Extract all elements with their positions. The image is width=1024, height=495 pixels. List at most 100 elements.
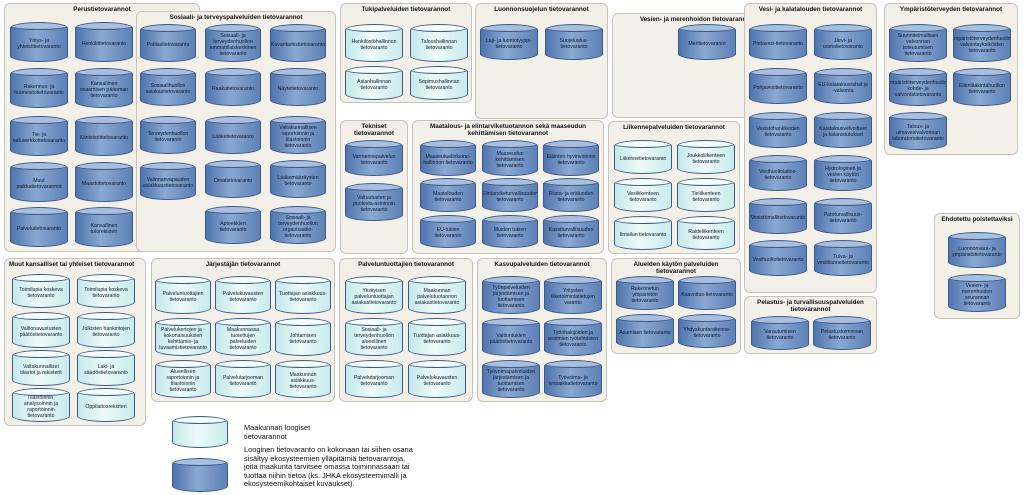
data-store: Valtakunnalliset tilastot ja rekisterit — [12, 350, 70, 386]
data-store: Pelastustoiminnan tietovaranto — [813, 316, 871, 350]
data-store: Maaseudun kehittämisen tietovaranto — [482, 140, 538, 176]
data-store: Hydrologinen ja vesien käytön tietovaran… — [814, 155, 872, 191]
group-title: Pelastus- ja turvallisuuspalveluiden tie… — [757, 299, 864, 313]
data-store: Rakennus- ja huoneistotietovaranto — [10, 68, 68, 108]
data-store: Vesiliikenteen tietovaranto — [614, 178, 672, 212]
data-store: Näytetietovaranto — [270, 68, 326, 106]
data-store: Henkilötietovaranto — [75, 22, 133, 62]
data-store: Sopimushallinnan tietovaranto — [410, 66, 468, 100]
data-store: Maatalouden tietovaranto — [420, 178, 476, 212]
group-title: Muut kansalliset tai yhteiset tietovaran… — [9, 261, 135, 268]
data-store: Toimilupia koskeva tietovaranto — [77, 274, 135, 308]
data-store: Maakunnan asiakkuus-tietovaranto — [275, 360, 331, 398]
data-store: Toimilupia koskeva tietovaranto — [12, 274, 70, 308]
data-store: Sosiaalihuollon asiakastietovaranto — [140, 68, 196, 106]
group-title: Ehdotettu poistettaviksi — [941, 216, 1013, 223]
data-store: Joukkoliikenteen tietovaranto — [677, 140, 735, 174]
data-store: Palvelukuvausten tietovaranto — [408, 360, 466, 398]
group-title: Perustietovarannot — [73, 6, 131, 13]
data-store: Raideliikenteen tietovaranto — [677, 216, 735, 250]
data-store: Tuottajan asiakkuus-tietovaranto — [275, 276, 331, 314]
data-store: Vesien- ja merenhoidon seurannan tietova… — [948, 274, 1006, 312]
data-store: Terveydenhuollon tietovaranto — [140, 116, 196, 154]
data-store: Patoturvallisuus-tietovaranto — [814, 198, 872, 234]
data-store: Työvoimapalveluiden järjestämisen ja tuo… — [482, 360, 540, 398]
data-store: Riista- ja eräluoden tietovaranto — [543, 178, 599, 212]
group-title: Tukipalveluiden tietovarannot — [361, 6, 451, 13]
data-store: Valtionavustusten päätöstietovaranto — [12, 312, 70, 348]
data-store: Valtuutusten ja puolesta-asioinnin tieto… — [345, 183, 403, 221]
group-title: Palveluntuottajien tietovarannot — [358, 261, 454, 268]
legend-light-text: Maakunnan loogiset tietovarannot — [244, 423, 311, 441]
data-store: Vesihuoltotietovaranto — [749, 240, 807, 276]
data-store: Varautumisen tietovaranto — [751, 316, 809, 350]
data-store: Työnpalveluiden järjestämisen ja tuottam… — [482, 276, 540, 314]
data-store: Suojelualue-tietovaranto — [545, 24, 603, 60]
data-store: Yritysten liiketoimintatietojen varanto — [544, 276, 602, 314]
data-store: Asianhallinnan tietovaranto — [345, 66, 403, 100]
data-store: Asumisen tietovaranto — [616, 314, 674, 348]
data-store: Palvelukuvausten tietovaranto — [215, 276, 271, 314]
data-store: Tulva- ja vesitilannetietovaranto — [814, 240, 872, 276]
legend-dark-text: Looginen tietovaranto on kokonaan tai si… — [244, 445, 413, 489]
data-store: Henkilöstöhallinnon tietovaranto — [345, 24, 403, 62]
data-store: Palvelutietovaranto — [10, 207, 68, 247]
data-store: Varmennepalvelun tietovaranto — [345, 140, 403, 176]
legend-light-cylinder — [172, 416, 228, 448]
group-title: Alueiden käytön palveluiden tietovaranno… — [633, 261, 719, 275]
data-store: Muut paikkatietovarannot — [10, 162, 68, 202]
legend-dark-cylinder — [172, 458, 228, 492]
data-store: Tieliikenteen tietovaranto — [677, 178, 735, 212]
data-store: Maaseutuelinkeino-hallinnon tietovaranto — [420, 140, 476, 176]
data-store: Eläinlääkintähuollon tietovaranto — [953, 68, 1011, 106]
data-store: Laki- ja säädöstietovaranto — [77, 350, 135, 386]
data-store: Taloushallinnan tietovaranto — [410, 24, 468, 62]
group-title: Vesien- ja merenhoidon tietovarannot — [639, 16, 753, 23]
data-store: Pintavesi-tietovaranto — [749, 24, 807, 60]
data-store: Yhdyskuntarakenne-tietovaranto — [678, 314, 736, 348]
data-store: Kaavoitus-tietovaranto — [678, 276, 736, 310]
data-store: Lääkemääräysten tietovaranto — [270, 160, 326, 198]
data-store: Vesistöhankkeiden tietovaranto — [749, 112, 807, 148]
data-store: Työvoima- ja työpaikkatietovaranto — [544, 360, 602, 398]
group-title: Ympäristöterveyden tietovarannot — [899, 6, 1003, 13]
data-store: Johtamisen tietovaranto — [275, 318, 331, 356]
data-store: Omatietovaranto — [205, 160, 261, 198]
data-store: Elintarviketurvallisuuden tietovaranto — [482, 178, 538, 212]
data-store: Raakatietovaranto — [205, 68, 261, 106]
data-store: Rakennetun ympäristön tietovaranto — [616, 276, 674, 310]
data-store: Yksityisen palveluntuottajan asiakastiet… — [345, 276, 403, 314]
data-store: Sosiaali- ja terveydenhuollon alueelline… — [345, 318, 403, 356]
data-store: Valtakunnallisen raportoinnin ja tilasto… — [270, 116, 326, 154]
data-store: Valtiontukien päätöstietovaranto — [482, 318, 540, 356]
data-store: Tie- ja katuverkkotietovaranto — [10, 116, 68, 156]
data-store: Sosiaali- ja terveydenhuollon organisaat… — [270, 206, 326, 244]
data-store: Palvelutarjooman tietovaranto — [345, 360, 403, 398]
data-store: Palvelukertojen ja -kokonaisuuksien kehi… — [155, 318, 211, 356]
data-store: Kuvantamistietovaranto — [270, 24, 326, 62]
data-store: EU-tukien tietovaranto — [420, 215, 476, 248]
data-store: Kasviturvallisuuden tietovaranto — [543, 215, 599, 248]
group-title: Järjestäjän tietovarannot — [205, 261, 281, 268]
data-store: Pohjavesitietovaranto — [749, 68, 807, 104]
data-store: Talous- ja uimavesivalvonnan laboratorio… — [889, 112, 947, 150]
data-store: Vesistömallitietovaranto — [749, 198, 807, 234]
data-store: Apteekkien tietovaranto — [205, 206, 261, 244]
data-store: Alueellisen raportoinnin ja tilastoinnin… — [155, 360, 211, 398]
data-store: Palveluntuottajien tietovaranto — [155, 276, 211, 314]
data-store: Muiden tukien tietovaranto — [482, 215, 538, 248]
data-store: Lääketietovaranto — [205, 116, 261, 154]
data-store: Maakunnassa tuotettujen palveluiden tiet… — [215, 318, 271, 356]
group-title: Tekniset tietovarannot — [354, 123, 394, 137]
data-store: Maastotietovaranto — [75, 162, 133, 202]
data-store: Suunnitelmallisen valvonnan toteutumisen… — [889, 24, 947, 62]
data-store: Sosiaali- ja terveydenhuollon ammattilai… — [205, 24, 261, 62]
data-store: Ilmailun tietovaranto — [614, 216, 672, 250]
data-store: Kansallinen osaamisen pääoman tietovaran… — [75, 68, 133, 108]
data-store: Yritys- ja yhteisötietovaranto — [10, 22, 68, 62]
data-store: Laji- ja luontotyyppi-tietovaranto — [480, 24, 538, 60]
data-store: Tuottajan asiakkuus-tietovaranto — [408, 318, 466, 356]
data-store: Potilastietovaranto — [140, 24, 196, 62]
group-title: Sosiaali- ja terveyspalveluiden tietovar… — [169, 14, 303, 21]
data-store: EU-kalatalousrahat ja -valvonta — [814, 68, 872, 104]
